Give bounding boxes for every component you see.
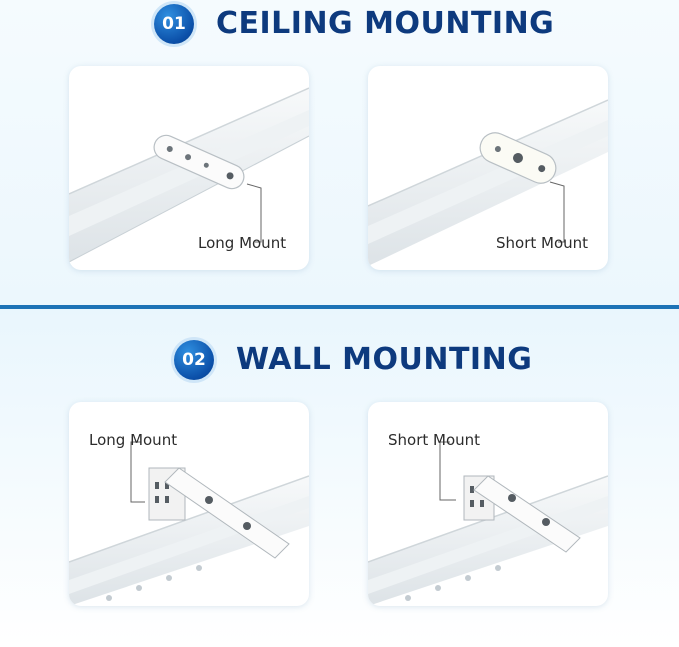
ceiling-title: CEILING MOUNTING [216, 6, 555, 41]
wall-heading: 02 WALL MOUNTING [0, 338, 679, 382]
wall-title: WALL MOUNTING [236, 342, 533, 377]
step-badge-02: 02 [174, 340, 214, 380]
ceiling-long-mount-illustration [69, 87, 309, 263]
wall-long-mount-card: Long Mount [69, 402, 309, 606]
ceiling-long-mount-label: Long Mount [198, 234, 287, 252]
ceiling-short-mount-illustration [368, 99, 608, 266]
ceiling-short-mount-label: Short Mount [496, 234, 589, 252]
wall-long-mount-label: Long Mount [89, 431, 178, 449]
wall-short-mount-card: Short Mount [368, 402, 608, 606]
step-badge-01: 01 [154, 4, 194, 44]
ceiling-heading: 01 CEILING MOUNTING [0, 2, 679, 46]
ceiling-short-mount-card: Short Mount [368, 66, 608, 270]
wall-short-mount-label: Short Mount [388, 431, 481, 449]
wall-short-mount-illustration [368, 441, 608, 606]
section-divider [0, 305, 679, 309]
ceiling-long-mount-card: Long Mount [69, 66, 309, 270]
wall-long-mount-illustration [69, 441, 309, 606]
